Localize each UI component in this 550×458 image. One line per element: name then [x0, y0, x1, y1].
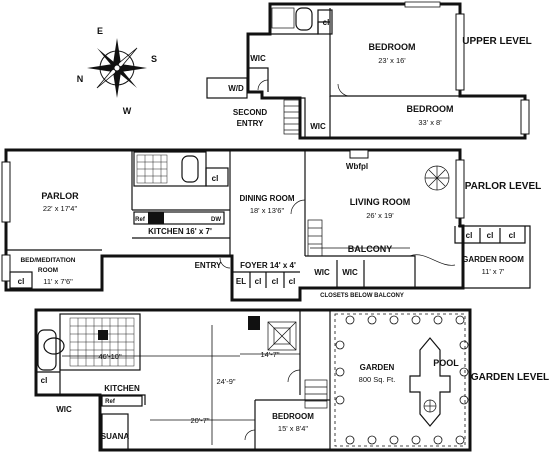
pool-label: POOL: [433, 358, 459, 368]
upper-level-plan: [206, 1, 530, 140]
garden-room-cl-3: cl: [509, 231, 516, 240]
dining-room-label: DINING ROOM: [239, 194, 294, 203]
parlor-kitchen-label: KITCHEN 16' x 7': [148, 227, 212, 236]
bed-meditation-label-1: BED/MEDITATION: [20, 257, 75, 264]
garden-bedroom-size: 15' x 8'4": [278, 424, 308, 433]
living-room-size: 26' x 19': [366, 211, 394, 220]
parlor-wic-a-label: WIC: [314, 268, 330, 277]
bed-meditation-cl: cl: [18, 277, 25, 286]
upper-bedroom1-size: 23' x 16': [378, 56, 406, 65]
foyer-label: FOYER 14' x 4': [240, 261, 296, 270]
kitchen-ref-label: Ref: [135, 217, 146, 223]
foyer-cl-1: cl: [255, 277, 262, 286]
kitchen-dw-label: DW: [211, 217, 221, 223]
second-entry-label-1: SECOND: [233, 108, 267, 117]
balcony-label: BALCONY: [348, 244, 393, 254]
upper-wic2-label: WIC: [310, 122, 326, 131]
compass-w-label: W: [123, 106, 132, 116]
foyer-cl-2: cl: [272, 277, 279, 286]
parlor-level-title: PARLOR LEVEL: [465, 181, 541, 192]
parlor-cl-label: cl: [212, 174, 219, 183]
garden-dim-20-7: 20'-7": [190, 416, 209, 425]
bed-meditation-size: 11' x 7'6": [43, 277, 73, 286]
wbfpl-label: Wbfpl: [346, 162, 368, 171]
garden-dim-46-10: 46'-10": [98, 352, 122, 361]
garden-room-label: GARDEN ROOM: [462, 255, 524, 264]
garden-cl-label: cl: [41, 376, 48, 385]
closets-below-balcony-label: CLOSETS BELOW BALCONY: [320, 293, 404, 299]
garden-dim-24-9: 24'-9": [216, 377, 235, 386]
foyer-cl-3: cl: [289, 277, 296, 286]
compass-n-label: N: [77, 74, 84, 84]
upper-wic1-label: WIC: [250, 54, 266, 63]
compass-e-label: E: [97, 26, 103, 36]
bed-meditation-label-2: ROOM: [38, 267, 58, 274]
parlor-room-size: 22' x 17'4": [43, 204, 78, 213]
upper-wd-label: W/D: [228, 84, 244, 93]
garden-wic-label: WIC: [56, 405, 72, 414]
second-entry-label-2: ENTRY: [237, 119, 264, 128]
garden-kitchen-ref: Ref: [105, 399, 116, 405]
parlor-room-label: PARLOR: [41, 191, 79, 201]
garden-kitchen-label: KITCHEN: [104, 384, 140, 393]
living-room-label: LIVING ROOM: [350, 197, 411, 207]
garden-area-label: GARDEN: [360, 363, 395, 372]
upper-bedroom2-label: BEDROOM: [407, 104, 454, 114]
entry-label: ENTRY: [195, 261, 222, 270]
foyer-el-label: EL: [236, 277, 246, 286]
compass-rose: [87, 38, 147, 98]
garden-room-cl-2: cl: [487, 231, 494, 240]
garden-dim-14-7: 14'-7": [260, 350, 279, 359]
parlor-wic-b-label: WIC: [342, 268, 358, 277]
upper-cl-label: cl: [323, 18, 330, 27]
dining-room-size: 18' x 13'6": [250, 206, 285, 215]
suana-label: SUANA: [101, 432, 130, 441]
garden-level-title: GARDEN LEVEL: [471, 372, 549, 383]
garden-room-size: 11' x 7': [482, 267, 505, 276]
upper-bedroom1-label: BEDROOM: [369, 42, 416, 52]
garden-bedroom-label: BEDROOM: [272, 412, 314, 421]
upper-level-title: UPPER LEVEL: [462, 36, 531, 47]
garden-area-size: 800 Sq. Ft.: [359, 375, 396, 384]
garden-level-plan: [34, 308, 472, 452]
garden-room-cl-1: cl: [466, 231, 473, 240]
upper-bedroom2-size: 33' x 8': [418, 118, 442, 127]
compass-s-label: S: [151, 54, 157, 64]
parlor-level-plan: [1, 148, 531, 302]
